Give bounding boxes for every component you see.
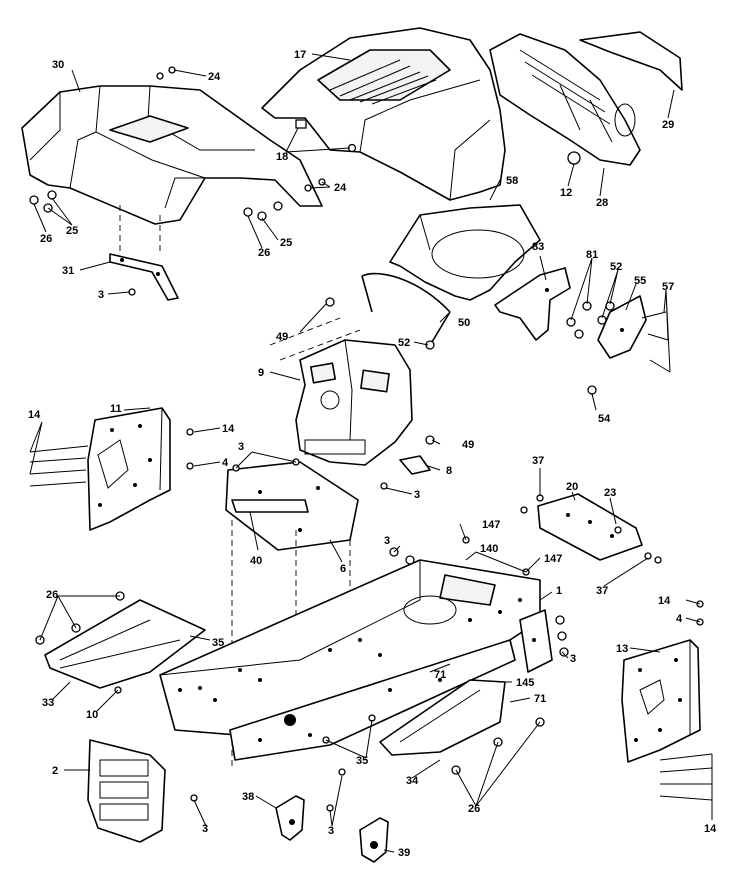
callout-140: 140 (480, 543, 498, 555)
callout-40: 40 (250, 555, 262, 567)
callout-55: 55 (634, 275, 646, 287)
seat-plate-part-20 (520, 493, 662, 564)
callout-1: 1 (556, 585, 562, 597)
callout-6: 6 (340, 563, 346, 575)
callout-35: 35 (212, 637, 224, 649)
hood-part-17 (261, 27, 506, 201)
callout-37: 37 (596, 585, 608, 597)
callout-3: 3 (414, 489, 420, 501)
callout-18: 18 (276, 151, 288, 163)
callout-35: 35 (356, 755, 368, 767)
brackets-part-38-39 (275, 768, 389, 863)
hood-pan-part-58 (389, 204, 541, 301)
callout-26: 26 (40, 233, 52, 245)
callout-13: 13 (616, 643, 628, 655)
callout-20: 20 (566, 481, 578, 493)
support-rod-part-50 (361, 272, 451, 343)
callout-3: 3 (98, 289, 104, 301)
callout-11: 11 (110, 403, 122, 415)
callout-23: 23 (604, 487, 616, 499)
callout-37: 37 (532, 455, 544, 467)
callout-145: 145 (516, 677, 534, 689)
grille-part-29 (489, 31, 683, 166)
main-frame-part-1 (159, 536, 569, 761)
callout-26: 26 (258, 247, 270, 259)
callout-71: 71 (434, 669, 446, 681)
callout-71: 71 (534, 693, 546, 705)
callout-24: 24 (334, 182, 347, 194)
callout-4: 4 (676, 613, 683, 625)
callout-10: 10 (86, 709, 98, 721)
callout-3: 3 (202, 823, 208, 835)
callout-147: 147 (544, 553, 562, 565)
callout-34: 34 (406, 775, 419, 787)
callout-14: 14 (704, 823, 717, 835)
callout-9: 9 (258, 367, 264, 379)
callout-49: 49 (462, 439, 474, 451)
callout-33: 33 (42, 697, 54, 709)
callout-83: 83 (532, 241, 544, 253)
callout-58: 58 (506, 175, 518, 187)
callout-81: 81 (586, 249, 598, 261)
callout-49: 49 (276, 331, 288, 343)
callout-17: 17 (294, 49, 306, 61)
side-panel-part-11 (29, 407, 194, 531)
plates-part-6-40 (225, 458, 388, 770)
callout-26: 26 (46, 589, 58, 601)
footrest-part-34 (322, 679, 545, 775)
callout-24: 24 (208, 71, 221, 83)
callout-leaders (29, 53, 713, 853)
clip-part-8 (399, 455, 431, 475)
callout-4: 4 (222, 457, 229, 469)
callout-38: 38 (242, 791, 254, 803)
callout-57: 57 (662, 281, 674, 293)
callout-14: 14 (28, 409, 41, 421)
callout-54: 54 (598, 413, 611, 425)
callout-52: 52 (398, 337, 410, 349)
fender-part-30 (21, 85, 323, 225)
callout-12: 12 (560, 187, 572, 199)
callout-labels: 30 24 17 18 24 12 28 29 58 25 26 25 26 3… (28, 49, 717, 859)
dash-panel-part-9 (269, 297, 435, 466)
callout-28: 28 (596, 197, 608, 209)
callout-29: 29 (662, 119, 674, 131)
callout-25: 25 (280, 237, 292, 249)
callout-3: 3 (238, 441, 244, 453)
side-panel-part-13 (621, 600, 713, 801)
callout-147: 147 (482, 519, 500, 531)
callout-26: 26 (468, 803, 480, 815)
callout-39: 39 (398, 847, 410, 859)
callout-31: 31 (62, 265, 74, 277)
callout-14: 14 (658, 595, 671, 607)
callout-14: 14 (222, 423, 235, 435)
callout-52: 52 (610, 261, 622, 273)
callout-50: 50 (458, 317, 470, 329)
callout-3: 3 (384, 535, 390, 547)
front-plate-part-2 (87, 739, 198, 843)
callout-8: 8 (446, 465, 452, 477)
callout-2: 2 (52, 765, 58, 777)
callout-25: 25 (66, 225, 78, 237)
callout-3: 3 (570, 653, 576, 665)
callout-30: 30 (52, 59, 64, 71)
callout-3: 3 (328, 825, 334, 837)
brackets-part-83-55 (494, 267, 671, 395)
